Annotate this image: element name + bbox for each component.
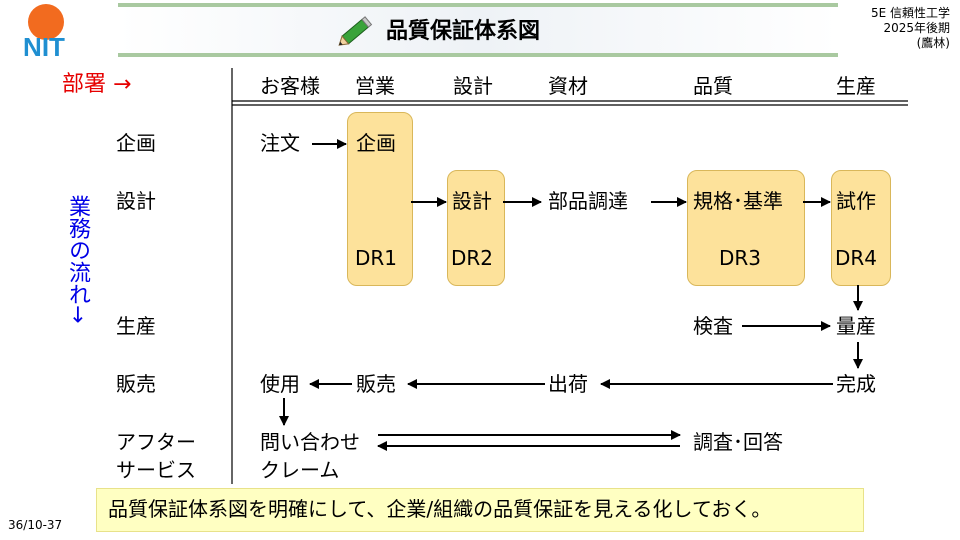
design-review-2: DR2: [451, 246, 494, 270]
course-instructor: (鷹林): [916, 36, 950, 50]
node-procurement: 部品調達: [548, 189, 628, 213]
node-mass-production: 量産: [836, 314, 876, 338]
nit-logo: NIT: [23, 4, 65, 62]
node-sales-plan: 企画: [356, 131, 396, 155]
node-investigate: 調査･回答: [693, 430, 783, 454]
dept-sales: 営業: [355, 74, 395, 98]
node-order: 注文: [260, 131, 300, 155]
flow-axis-label: 業務の流れ→: [65, 195, 90, 324]
node-completion: 完成: [836, 372, 876, 396]
note-text: 品質保証体系図を明確にして、企業/組織の品質保証を見える化しておく。: [108, 497, 772, 521]
header-band: [118, 3, 838, 57]
dept-design: 設計: [453, 74, 493, 98]
dept-customer: お客様: [260, 74, 320, 98]
design-review-1: DR1: [355, 246, 398, 270]
design-review-4: DR4: [835, 246, 878, 270]
dept-quality: 品質: [693, 74, 733, 98]
stage-planning: 企画: [116, 131, 156, 155]
dept-materials: 資材: [548, 74, 588, 98]
department-axis-label: 部署 →: [62, 72, 132, 97]
pencil-icon: [338, 16, 373, 46]
specs-box: [687, 170, 805, 286]
stage-after-service-1: アフター: [116, 430, 196, 454]
dept-production: 生産: [836, 74, 876, 98]
course-name: 5E 信頼性工学: [870, 6, 950, 20]
node-shipping: 出荷: [548, 372, 588, 396]
design-box: [447, 170, 505, 286]
prototype-box: [831, 170, 891, 286]
stage-after-service-2: サービス: [116, 458, 196, 482]
course-term: 2025年後期: [883, 21, 950, 35]
node-specs: 規格･基準: [693, 189, 783, 213]
node-sales: 販売: [356, 372, 396, 396]
node-prototype: 試作: [836, 189, 876, 213]
stage-design: 設計: [116, 189, 156, 213]
node-inspection: 検査: [693, 314, 733, 338]
stage-sales: 販売: [116, 372, 156, 396]
sales-planning-box: [347, 112, 413, 286]
node-inquiry: 問い合わせ: [260, 430, 360, 454]
logo-text: NIT: [23, 32, 65, 62]
node-complaint: クレーム: [260, 458, 340, 482]
note-box: [96, 488, 864, 532]
stage-production: 生産: [116, 314, 156, 338]
slide-title: 品質保証体系図: [386, 19, 541, 44]
page-number: 36/10-37: [8, 518, 63, 532]
node-design: 設計: [452, 189, 492, 213]
design-review-3: DR3: [719, 246, 762, 270]
node-use: 使用: [260, 372, 300, 396]
